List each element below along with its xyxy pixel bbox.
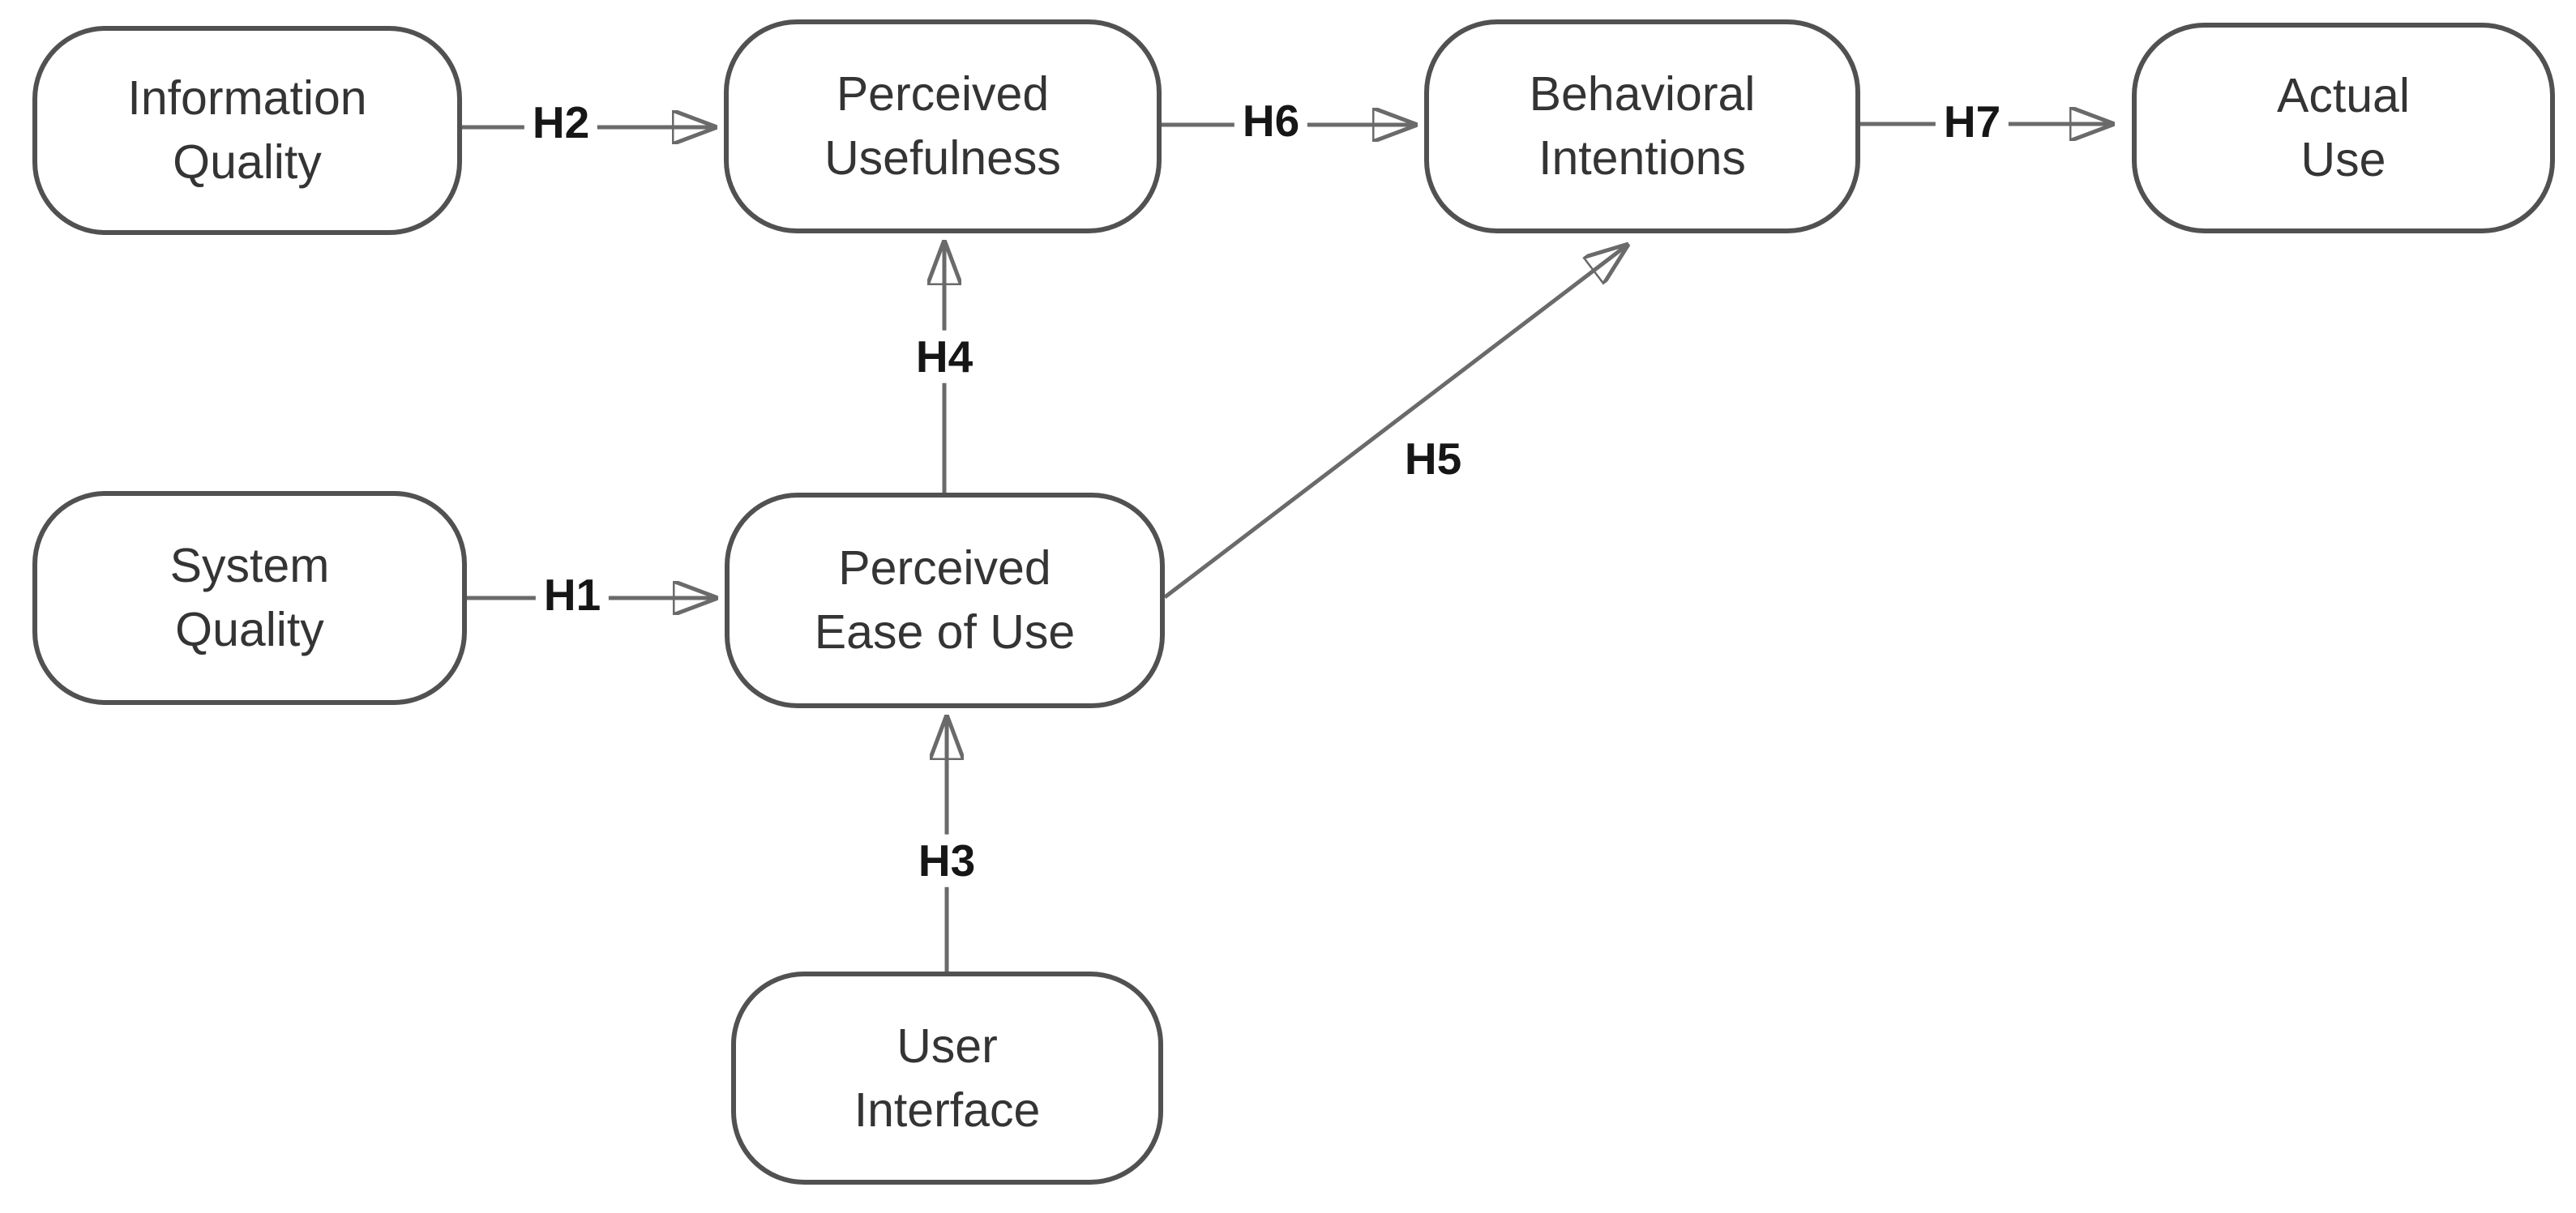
node-actual-use: Actual Use <box>2132 23 2555 233</box>
edge-label-h5: H5 <box>1396 432 1470 485</box>
connector-h5 <box>1163 245 1628 599</box>
edge-label-h2: H2 <box>524 96 598 149</box>
node-user-interface-label: User Interface <box>854 1019 1041 1137</box>
node-perceived-usefulness: Perceived Usefulness <box>724 19 1162 233</box>
edge-label-h7: H7 <box>1935 95 2009 148</box>
node-information-quality: Information Quality <box>32 26 462 235</box>
node-behavioral-intentions-label: Behavioral Intentions <box>1529 67 1756 185</box>
node-system-quality: System Quality <box>32 491 467 705</box>
edge-label-h4: H4 <box>907 330 982 383</box>
edge-label-h6: H6 <box>1234 94 1308 147</box>
edge-label-h3: H3 <box>909 834 984 887</box>
node-system-quality-label: System Quality <box>169 539 330 656</box>
node-perceived-ease-of-use: Perceived Ease of Use <box>725 493 1165 708</box>
node-behavioral-intentions: Behavioral Intentions <box>1424 19 1860 233</box>
node-perceived-usefulness-label: Perceived Usefulness <box>824 67 1061 185</box>
edge-label-h1: H1 <box>535 568 610 621</box>
node-user-interface: User Interface <box>731 972 1163 1185</box>
node-information-quality-label: Information Quality <box>127 71 367 189</box>
node-actual-use-label: Actual Use <box>2277 69 2410 186</box>
node-perceived-ease-of-use-label: Perceived Ease of Use <box>814 541 1076 659</box>
